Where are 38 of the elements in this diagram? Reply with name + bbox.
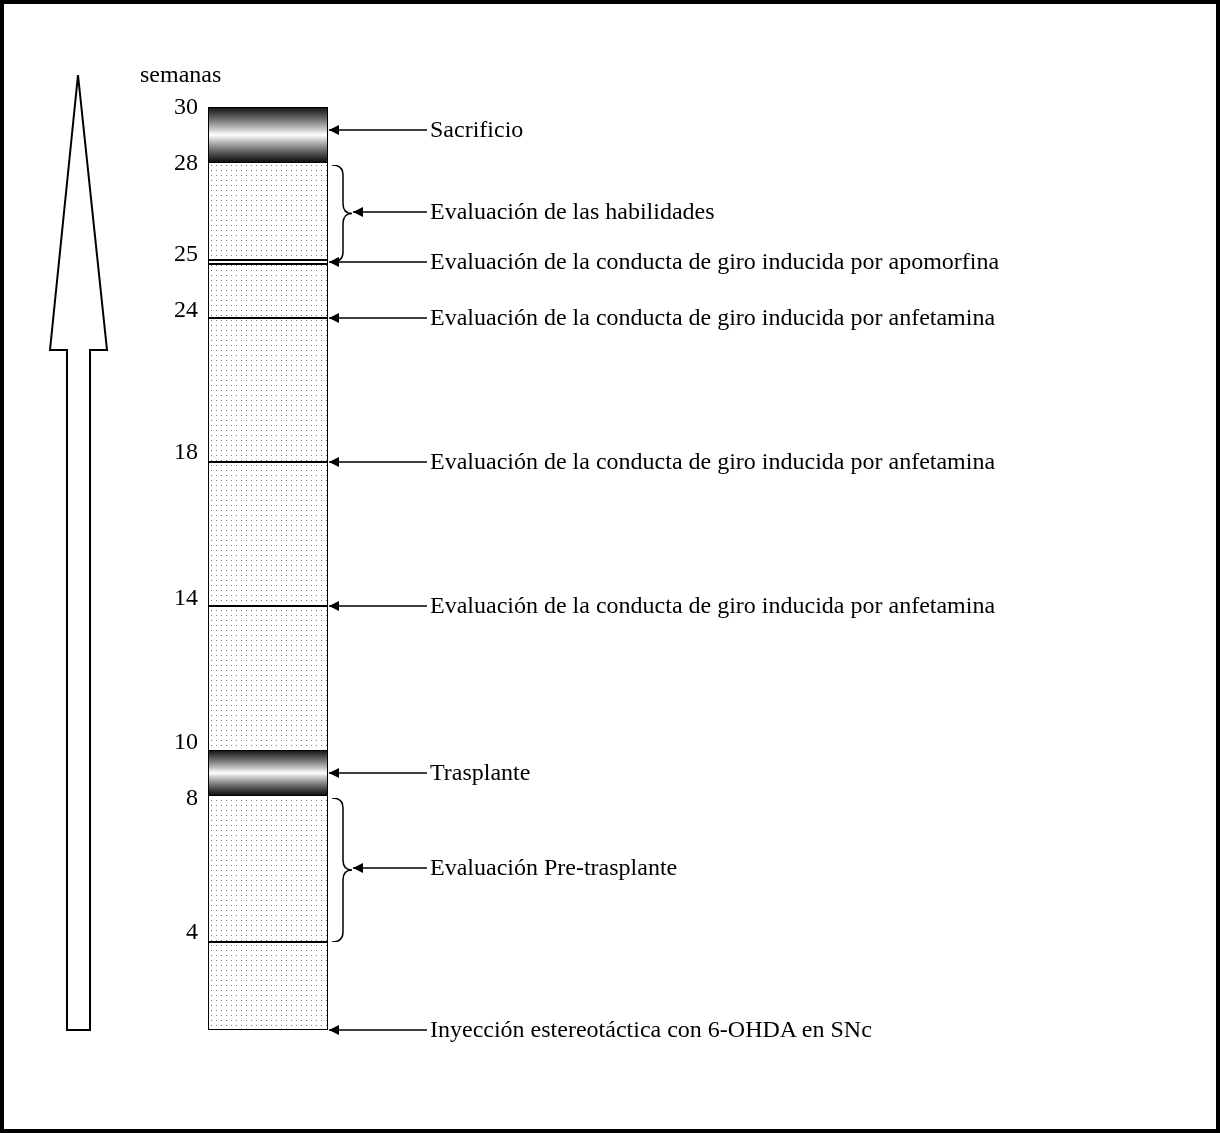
event-label: Evaluación Pre-trasplante (430, 853, 678, 881)
curly-brace (332, 165, 352, 262)
timeline-bar (208, 107, 328, 1030)
week-marker-line (208, 941, 328, 943)
gradient-band (208, 750, 328, 796)
week-number: 24 (174, 295, 198, 323)
event-label: Trasplante (430, 758, 531, 786)
event-label: Evaluación de la conducta de giro inducida por anfetamina (430, 447, 996, 475)
arrow (328, 457, 428, 467)
event-label: Evaluación de la conducta de giro inducida por anfetamina (430, 591, 996, 619)
event-label: Evaluación de la conducta de giro inducida por anfetamina (430, 303, 996, 331)
week-number: 25 (174, 239, 198, 267)
week-number: 28 (174, 148, 198, 176)
curly-brace (332, 798, 352, 942)
event-label: Evaluación de las habilidades (430, 197, 715, 225)
arrow (352, 863, 428, 873)
axis-unit-label: semanas (140, 60, 222, 88)
week-number: 4 (186, 917, 198, 945)
arrow (328, 125, 428, 135)
gradient-band (208, 107, 328, 163)
arrow (328, 313, 428, 323)
week-number: 30 (174, 92, 198, 120)
week-number: 8 (186, 783, 198, 811)
arrow (328, 768, 428, 778)
week-marker-line (208, 259, 328, 265)
event-label: Sacrificio (430, 115, 524, 143)
week-number: 14 (174, 583, 198, 611)
week-marker-line (208, 605, 328, 607)
arrow (352, 207, 428, 217)
arrow (328, 1025, 428, 1035)
week-marker-line (208, 317, 328, 319)
week-marker-line (208, 461, 328, 463)
event-label: Inyección estereotáctica con 6-OHDA en SNc (430, 1015, 872, 1043)
arrow (328, 257, 428, 267)
event-label: Evaluación de la conducta de giro inducida por apomorfina (430, 247, 1000, 275)
arrow (328, 601, 428, 611)
week-number: 18 (174, 437, 198, 465)
week-number: 10 (174, 727, 198, 755)
